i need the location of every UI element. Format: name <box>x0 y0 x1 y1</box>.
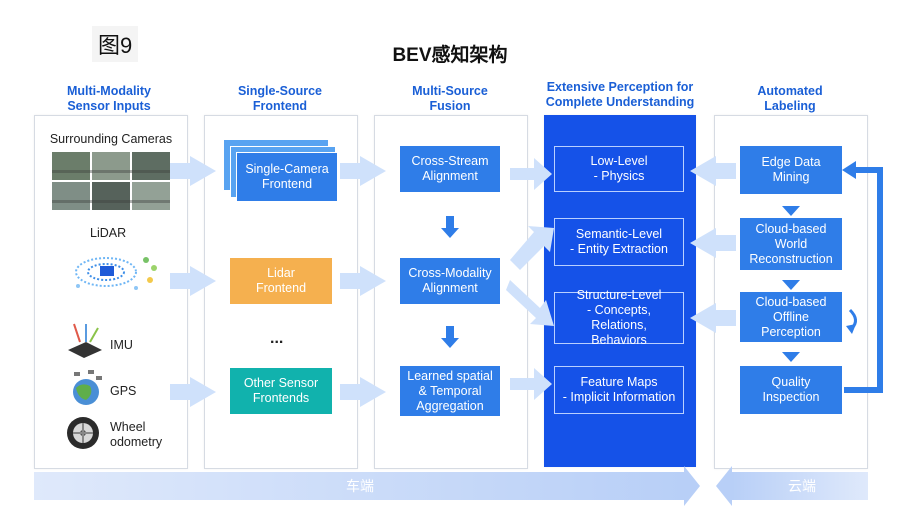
arrow-frontend-fusion-3-stem <box>340 384 360 400</box>
arrow-label-structure-head <box>690 303 716 333</box>
cross-modality-alignment: Cross-Modality Alignment <box>400 258 500 304</box>
fusion-down-arrow-1-head <box>441 228 459 238</box>
feature-maps: Feature Maps - Implicit Information <box>554 366 684 414</box>
page-title: BEV感知架构 <box>392 45 508 66</box>
column-title-multi-source: Multi-Source Fusion <box>412 84 488 113</box>
label-down-arrow-2 <box>782 280 800 290</box>
feedback-loop-arrow <box>842 161 883 393</box>
arrow-label-semantic-head <box>690 228 716 258</box>
arrow-label-low-stem <box>716 163 736 179</box>
arrow-frontend-fusion-2-head <box>360 266 386 296</box>
arrow-fusion-structure <box>506 280 554 326</box>
imu-device <box>64 320 104 360</box>
cloud-side-label: 云端 <box>788 478 816 494</box>
cloud-offline-perception: Cloud-based Offline Perception <box>740 292 842 342</box>
label-down-arrow-3 <box>782 352 800 362</box>
semantic-level-entity: Semantic-Level - Entity Extraction <box>554 218 684 266</box>
spatial-temporal-aggregation: Learned spatial & Temporal Aggregation <box>400 366 500 416</box>
figure-label: 图9 <box>92 26 139 62</box>
structure-level-concepts: Structure-Level - Concepts, Relations, B… <box>554 288 684 347</box>
quality-inspection: Quality Inspection <box>740 366 842 414</box>
frontend-ellipsis: ... <box>270 330 284 347</box>
fusion-down-arrow-2-stem <box>446 326 454 338</box>
arrow-lidar-stem <box>170 273 190 289</box>
cross-stream-alignment: Cross-Stream Alignment <box>400 146 500 192</box>
low-level-physics: Low-Level - Physics <box>554 146 684 192</box>
arrow-label-semantic-stem <box>716 235 736 251</box>
column-title-perception: Extensive Perception for Complete Unders… <box>545 80 695 109</box>
arrow-label-low-head <box>690 156 716 186</box>
arrow-other-stem <box>170 384 190 400</box>
cloud-world-reconstruction: Cloud-based World Reconstruction <box>740 218 842 270</box>
sensor-label-wheel: Wheel odometry <box>110 420 163 449</box>
arrow-label-structure-stem <box>716 310 736 326</box>
fusion-down-arrow-2-head <box>441 338 459 348</box>
sensor-label-gps: GPS <box>110 384 137 398</box>
camera-images <box>52 152 170 210</box>
fusion-down-arrow-1-stem <box>446 216 454 228</box>
sensor-label-lidar: LiDAR <box>90 226 127 240</box>
lidar-frontend: Lidar Frontend <box>230 258 332 304</box>
arrow-fusion-feature <box>510 368 552 400</box>
lidar-pointcloud-icon <box>75 257 157 290</box>
arrow-frontend-fusion-3-head <box>360 377 386 407</box>
arrow-fusion-semantic <box>510 226 554 270</box>
sensor-label-imu: IMU <box>110 338 133 352</box>
vehicle-side-arrow-head <box>684 466 700 506</box>
single-camera-frontend: Single-Camera Frontend <box>236 152 338 202</box>
arrow-frontend-fusion-1-head <box>360 156 386 186</box>
wheel-device <box>66 416 100 450</box>
column-title-single-source: Single-Source Frontend <box>237 84 323 113</box>
arrow-fusion-low <box>510 158 552 190</box>
column-title-auto-labeling: Automated Labeling <box>757 84 823 113</box>
imu-icon <box>68 323 102 358</box>
vehicle-side-bar <box>34 472 684 500</box>
arrow-cameras-stem <box>170 163 190 179</box>
sensor-label-cameras: Surrounding Cameras <box>49 132 173 146</box>
other-sensor-frontends: Other Sensor Frontends <box>230 368 332 414</box>
gps-device <box>66 368 106 408</box>
cloud-side-bar <box>732 472 868 500</box>
arrow-frontend-fusion-1-stem <box>340 163 360 179</box>
gps-icon <box>73 370 102 405</box>
fusion-perception-arrows <box>506 158 554 400</box>
arrow-cameras-head <box>190 156 216 186</box>
arrow-lidar-head <box>190 266 216 296</box>
edge-data-mining: Edge Data Mining <box>740 146 842 194</box>
vehicle-side-label: 车端 <box>346 478 374 494</box>
wheel-icon <box>67 417 99 449</box>
arrow-frontend-fusion-2-stem <box>340 273 360 289</box>
camera-grid-icon <box>52 152 170 210</box>
label-down-arrow-1 <box>782 206 800 216</box>
cloud-side-arrow-head <box>716 466 732 506</box>
column-title-sensor-inputs: Multi-Modality Sensor Inputs <box>66 84 151 113</box>
lidar-pointcloud <box>66 246 162 298</box>
arrow-other-head <box>190 377 216 407</box>
